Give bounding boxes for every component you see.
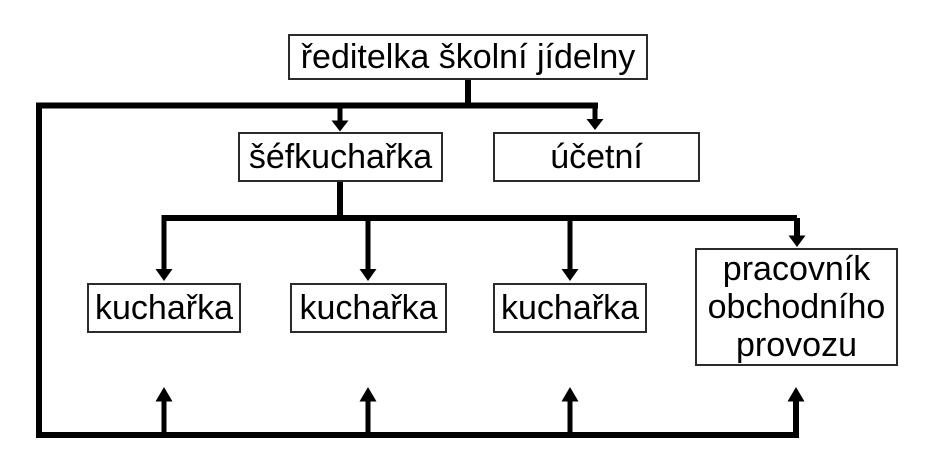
edge-feedback-loop	[36, 102, 799, 438]
arrowhead-loop-cook3	[561, 387, 579, 402]
arrowhead-headchef	[331, 120, 349, 132]
node-cook-2: kuchařka	[290, 283, 447, 333]
arrowhead-accountant	[586, 119, 604, 130]
arrowhead-loop-cook2	[359, 387, 377, 402]
node-accountant: účetní	[493, 132, 700, 182]
arrowhead-commercial	[788, 235, 806, 247]
arrowhead-cook3	[561, 269, 579, 281]
node-cook-1: kuchařka	[87, 283, 241, 333]
arrowhead-loop-commercial	[787, 387, 805, 402]
arrowhead-loop-cook1	[155, 387, 173, 402]
node-commercial-worker: pracovník obchodního provozu	[695, 248, 898, 366]
arrowhead-cook1	[155, 269, 173, 281]
node-cook-3: kuchařka	[493, 283, 647, 333]
node-director: ředitelka školní jídelny	[288, 34, 648, 80]
node-head-chef: šéfkuchařka	[238, 132, 443, 182]
arrowhead-cook2	[359, 269, 377, 281]
